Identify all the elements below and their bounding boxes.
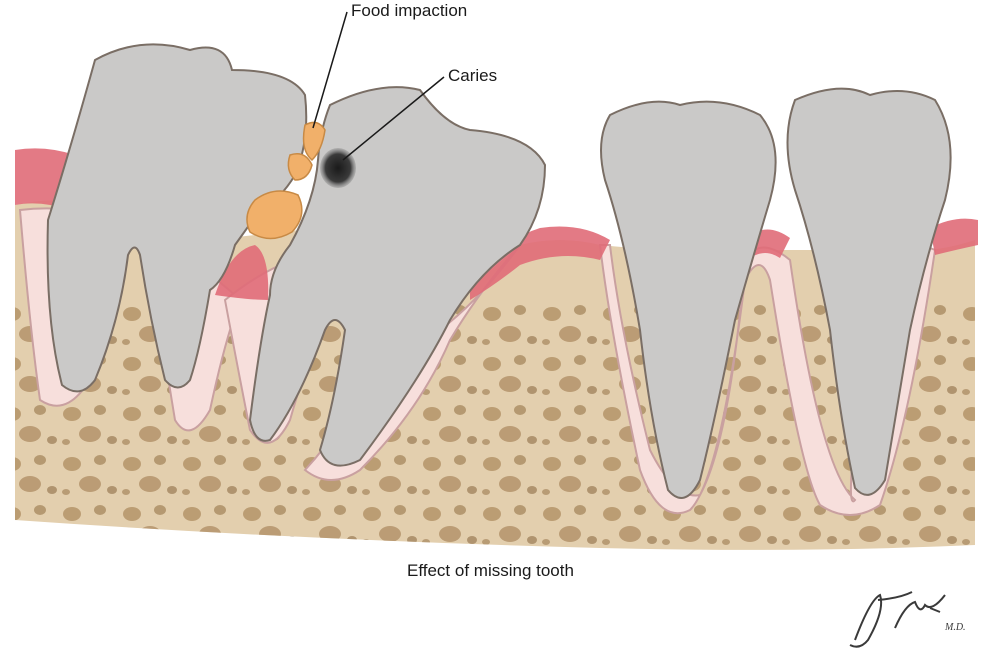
right-tooth-2 — [786, 87, 952, 496]
right-tooth-1 — [600, 100, 777, 499]
svg-text:M.D.: M.D. — [944, 622, 966, 633]
food-impaction-leader — [312, 11, 348, 129]
left-molar — [46, 43, 308, 393]
caries-label: Caries — [448, 66, 498, 85]
caries-leader — [342, 76, 445, 161]
artist-signature: M.D. — [849, 591, 966, 648]
food-impaction-label: Food impaction — [351, 1, 468, 20]
food-impaction — [246, 121, 326, 240]
tilted-molar — [248, 86, 547, 467]
caries-lesion — [320, 148, 356, 188]
figure-caption: Effect of missing tooth — [407, 561, 574, 580]
